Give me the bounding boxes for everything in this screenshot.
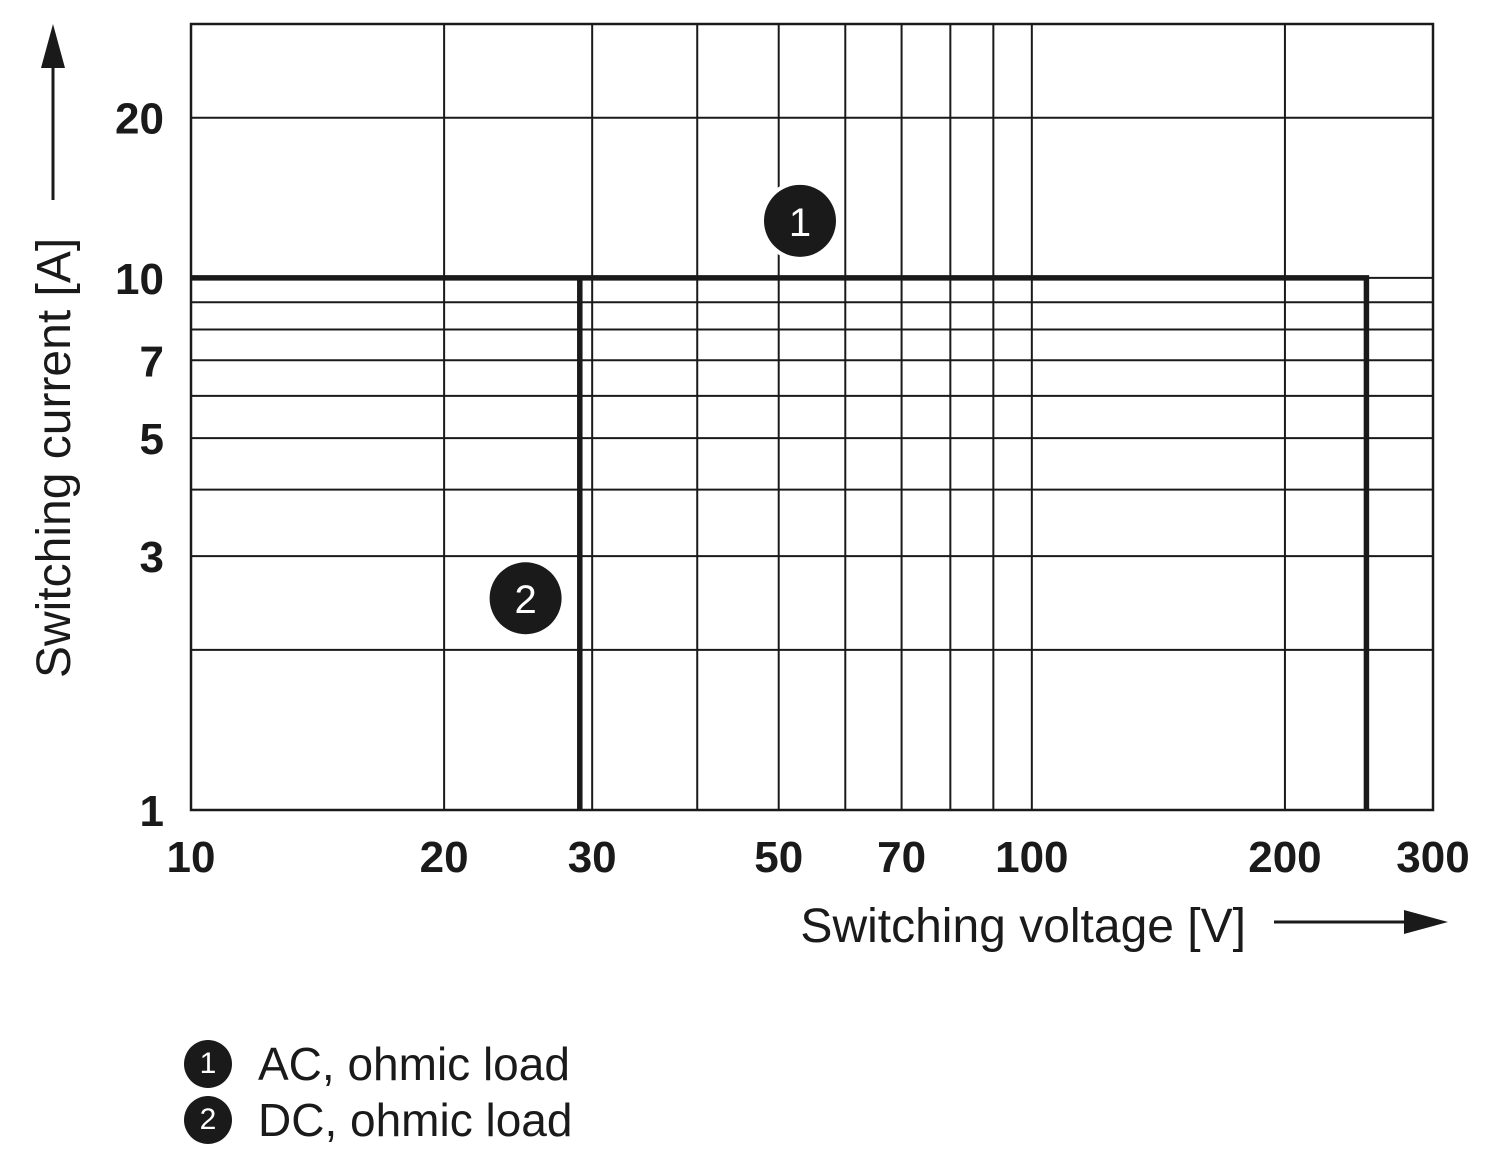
series-lines xyxy=(191,275,1370,810)
series-line-1 xyxy=(191,275,1370,810)
x-tick-label: 30 xyxy=(568,833,617,882)
y-tick-label: 20 xyxy=(115,95,164,144)
y-tick-label: 7 xyxy=(140,337,164,386)
x-axis-title: Switching voltage [V] xyxy=(800,900,1246,953)
legend-item-ac: 1 AC, ohmic load xyxy=(184,1036,572,1092)
x-axis-arrow-icon xyxy=(1274,910,1448,934)
x-tick-label: 50 xyxy=(754,833,803,882)
marker-2-icon: 2 xyxy=(184,1096,232,1144)
x-tick-label: 20 xyxy=(420,833,469,882)
legend-item-dc: 2 DC, ohmic load xyxy=(184,1092,572,1148)
y-axis-arrow-icon xyxy=(41,24,65,200)
x-tick-label: 70 xyxy=(877,833,926,882)
legend-label-dc: DC, ohmic load xyxy=(258,1094,573,1146)
x-tick-label: 10 xyxy=(167,833,216,882)
y-tick-label: 5 xyxy=(140,415,164,464)
legend: 1 AC, ohmic load 2 DC, ohmic load xyxy=(184,1036,572,1148)
y-tick-label: 10 xyxy=(115,255,164,304)
legend-label-ac: AC, ohmic load xyxy=(258,1038,570,1090)
marker-1-icon xyxy=(763,184,836,257)
grid xyxy=(189,22,1435,812)
plot-frame xyxy=(189,22,1435,812)
marker-1-icon: 1 xyxy=(184,1040,232,1088)
x-tick-label: 200 xyxy=(1248,833,1321,882)
x-tick-label: 100 xyxy=(995,833,1068,882)
tick-labels: 10 20 30 50 70 100 200 300 1 3 5 7 10 20 xyxy=(115,95,1470,882)
marker-2-label: 2 xyxy=(514,578,536,622)
marker-1-label: 1 xyxy=(789,201,811,245)
y-tick-label: 3 xyxy=(140,533,164,582)
marker-2-icon xyxy=(489,562,562,635)
x-tick-label: 300 xyxy=(1396,833,1469,882)
y-axis-title: Switching current [A] xyxy=(28,238,81,678)
y-tick-label: 1 xyxy=(140,787,164,836)
curve-markers: 12 xyxy=(485,180,840,639)
